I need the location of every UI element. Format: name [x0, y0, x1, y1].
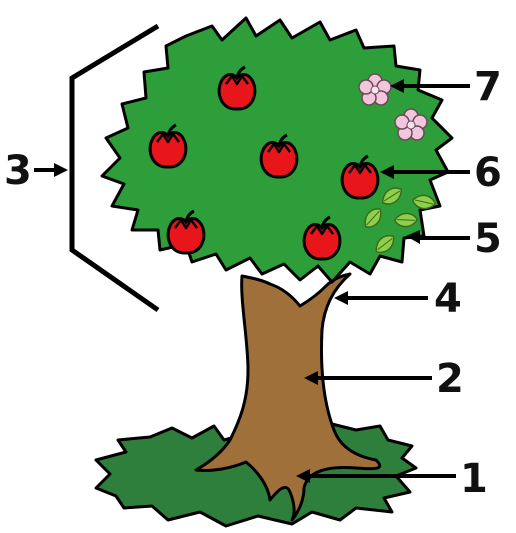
label-five: 5	[474, 216, 502, 262]
label-two: 2	[436, 356, 464, 402]
label-three: 3	[4, 148, 32, 194]
label-seven: 7	[474, 64, 502, 110]
label-one: 1	[460, 456, 488, 502]
label-four: 4	[434, 276, 462, 322]
label-six: 6	[474, 150, 502, 196]
